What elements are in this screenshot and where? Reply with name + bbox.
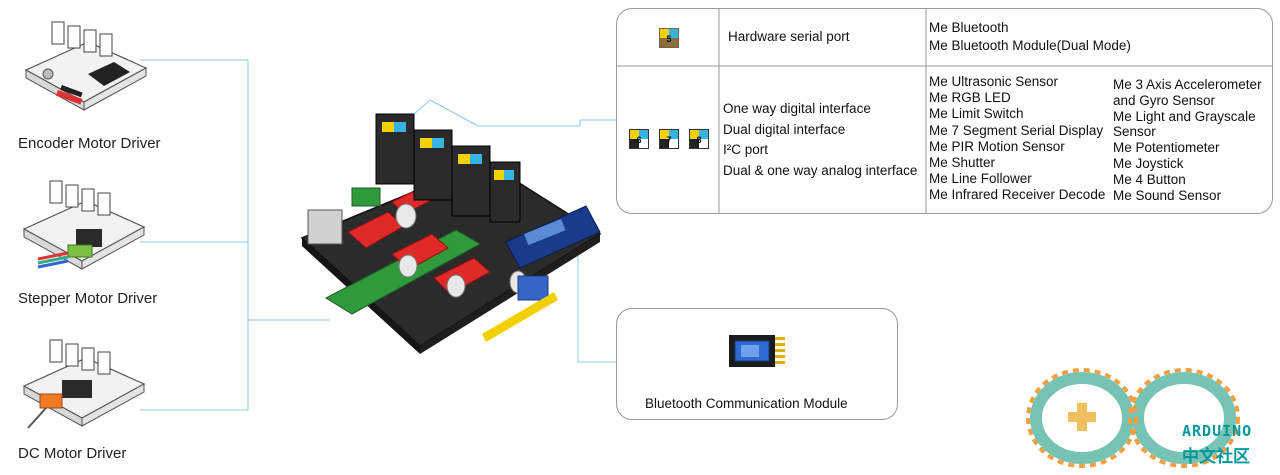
driver-encoder: Encoder Motor Driver [18,12,161,152]
port-5-number: 5 [666,34,672,44]
sensor-list-col2: Me 3 Axis Accelerometer and Gyro Sensor … [1113,77,1262,205]
sensor-item: Me Line Follower [929,171,1032,187]
port-6-number: 6 [636,135,642,145]
sensor-item: and Gyro Sensor [1113,93,1216,109]
driver-label-encoder: Encoder Motor Driver [18,135,161,152]
arduino-logo: ARDUINO 中文社区 [1024,356,1280,470]
encoder-motor-driver-board-icon [24,21,148,111]
serial-modules-list: Me Bluetooth Me Bluetooth Module(Dual Mo… [929,19,1131,55]
bluetooth-module-icon [729,335,785,367]
interface-list: One way digital interface Dual digital i… [723,99,917,181]
interface-item: Dual digital interface [723,121,846,137]
bluetooth-caption: Bluetooth Communication Module [645,396,848,411]
driver-label-stepper: Stepper Motor Driver [18,290,158,307]
orion-main-board-icon [300,113,602,354]
port-5-chip: 5 [659,28,679,48]
sensor-item: Me Joystick [1113,156,1184,172]
dc-motor-driver-board-icon [22,339,146,429]
sensor-item: Me 4 Button [1113,172,1186,188]
port-6-chip: 6 [629,129,649,149]
sensor-list-col1: Me Ultrasonic Sensor Me RGB LED Me Limit… [929,74,1105,204]
arduino-infinity-icon [1026,368,1240,468]
serial-module-item: Me Bluetooth [929,20,1009,35]
sensor-item: Me Ultrasonic Sensor [929,74,1059,89]
sensor-item: Me 3 Axis Accelerometer [1113,77,1262,92]
logo-subtext: 中文社区 [1182,447,1250,467]
panel-grid-lines [617,9,1272,213]
bluetooth-panel: Bluetooth Communication Module [616,308,898,420]
driver-label-dc: DC Motor Driver [18,445,127,462]
sensor-item: Me RGB LED [929,90,1011,106]
interface-item: One way digital interface [723,101,871,116]
sensor-item: Me Limit Switch [929,106,1024,122]
port-8-number: 8 [696,135,702,145]
driver-dc: DC Motor Driver [18,336,158,466]
interface-item: Dual & one way analog interface [723,162,918,178]
driver-stepper: Stepper Motor Driver [18,175,158,315]
sensor-item: Me Potentiometer [1113,139,1220,155]
hardware-serial-port-label: Hardware serial port [728,29,850,44]
interface-item: I²C port [723,142,769,157]
serial-module-item: Me Bluetooth Module(Dual Mode) [929,38,1131,53]
port-7-number: 7 [666,135,672,145]
logo-text: ARDUINO [1182,422,1253,440]
sensor-item: Me Light and Grayscale [1113,109,1256,125]
sensor-item: Me Shutter [929,155,996,171]
sensor-item: Sensor [1113,123,1156,139]
main-board [296,102,606,360]
stepper-motor-driver-board-icon [22,180,146,270]
serial-port-panel: 5 Hardware serial port Me Bluetooth Me B… [616,8,1273,214]
sensor-item: Me Sound Sensor [1113,188,1222,204]
sensor-item: Me 7 Segment Serial Display [929,122,1104,138]
sensor-item: Me PIR Motion Sensor [929,138,1065,154]
port-7-chip: 7 [659,129,679,149]
port-8-chip: 8 [689,129,709,149]
sensor-item: Me Infrared Receiver Decode [929,187,1106,203]
